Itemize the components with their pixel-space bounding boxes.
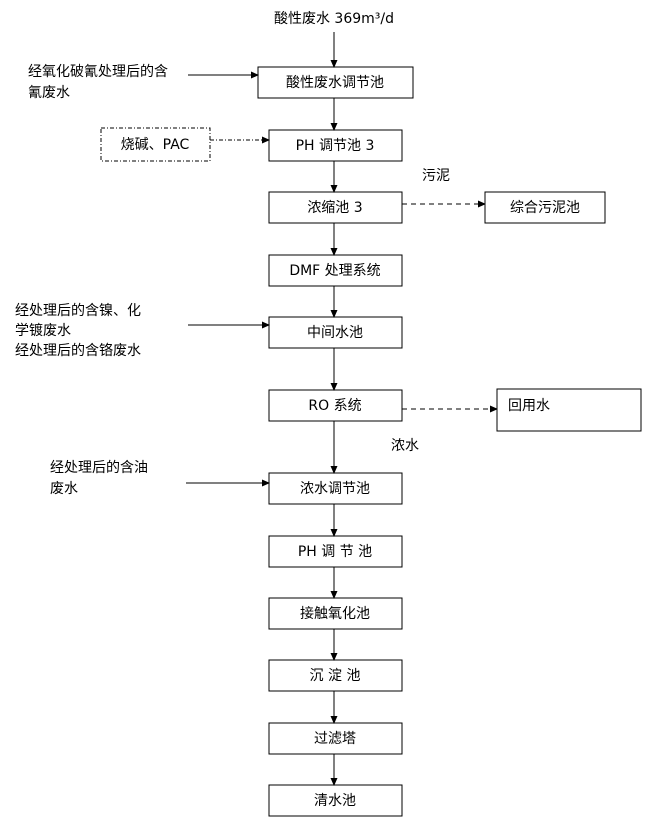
clean-water-tank [268,784,403,817]
sludge-label: 污泥 [422,168,450,184]
input-acidic-wastewater-label: 酸性废水 369m³/d [274,11,394,27]
ro-system [268,389,403,422]
reuse-water-label: 回用水 [508,398,550,414]
nickel-input-label-line1: 经处理后的含镍、化 [15,303,141,319]
intermediate-tank [268,316,403,349]
concentrate-equalization-tank [268,472,403,505]
sedimentation-tank [268,659,403,692]
ph-adjust-tank-label: PH 调 节 池 [298,544,372,560]
dmf-treatment-system [268,254,403,287]
thickener-3-label: 浓缩池 3 [307,200,362,216]
filter-tower [268,722,403,755]
clean-water-tank-label: 清水池 [314,793,356,809]
ph-adjust-tank-3-label: PH 调节池 3 [296,138,375,154]
oil-input-label-line1: 经处理后的含油 [50,460,148,476]
sludge-pool-box [484,191,606,224]
main-flow: 酸性废水调节池 PH 调节池 3 浓缩池 3 DMF 处理系统 中间水池 RO … [257,66,414,817]
ph-adjust-tank [268,535,403,568]
sedimentation-tank-label: 沉 淀 池 [310,668,361,684]
contact-oxidation-tank [268,597,403,630]
concentrate-label: 浓水 [391,438,419,454]
cyanide-input-label-line2: 氰废水 [28,85,70,101]
ph-adjust-tank-3 [268,129,403,162]
chemicals-label: 烧碱、PAC [121,137,190,153]
ro-system-label: RO 系统 [308,398,361,414]
filter-tower-label: 过滤塔 [314,731,356,747]
sludge-pool-label: 综合污泥池 [510,200,580,216]
acid-wastewater-equalization-tank-label: 酸性废水调节池 [286,75,384,91]
chemicals-box [100,127,211,162]
reuse-water-box [496,388,642,432]
cyanide-input-label-line1: 经氧化破氰处理后的含 [28,64,168,80]
contact-oxidation-tank-label: 接触氧化池 [300,605,370,622]
oil-input-label-line2: 废水 [50,481,78,497]
acid-wastewater-equalization-tank [257,66,414,99]
intermediate-tank-label: 中间水池 [307,325,363,341]
chrome-input-label: 经处理后的含铬废水 [15,343,141,359]
concentrate-equalization-tank-label: 浓水调节池 [300,481,370,497]
dmf-treatment-system-label: DMF 处理系统 [289,263,380,279]
nickel-input-label-line2: 学镀废水 [15,322,71,339]
